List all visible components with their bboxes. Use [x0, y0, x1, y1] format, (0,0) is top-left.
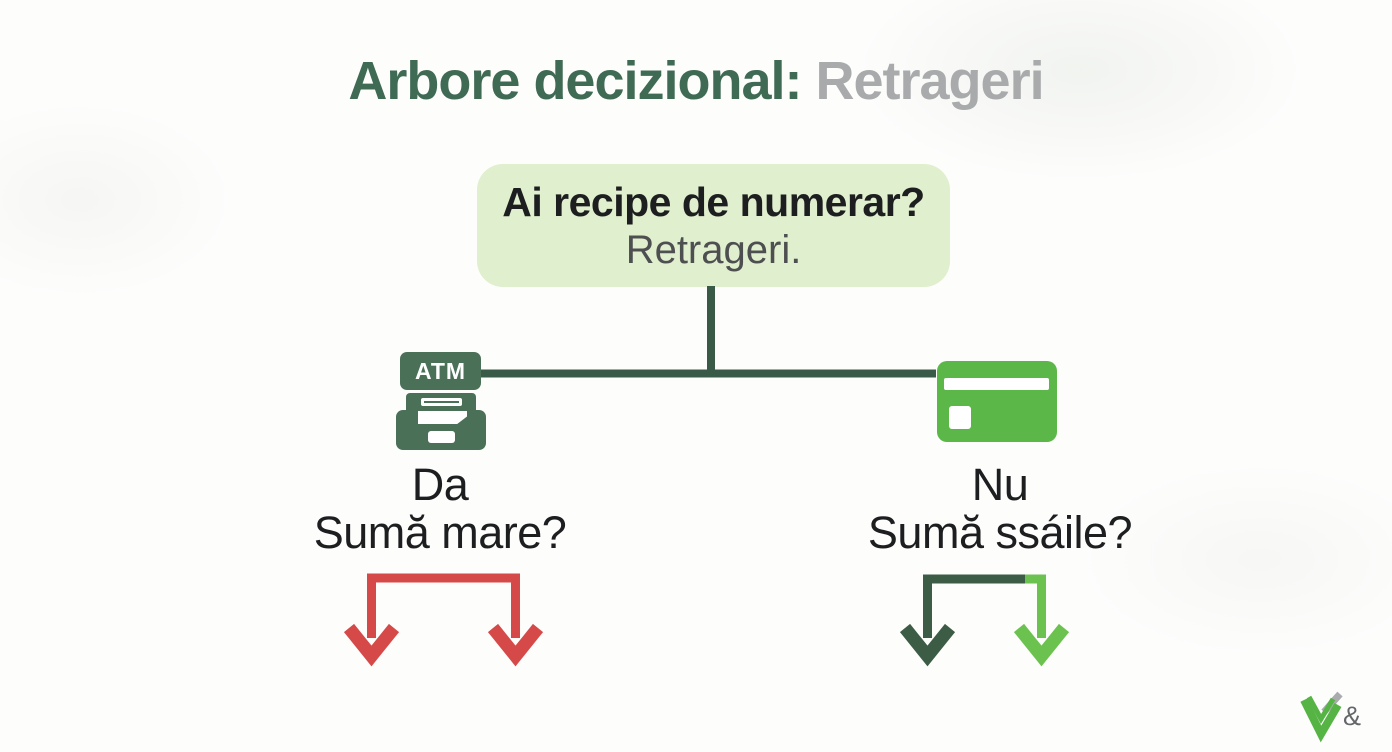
atm-icon-label: ATM	[414, 357, 467, 384]
page-title-primary: Arbore decizional:	[348, 51, 802, 111]
right-branch-question: Sumă ssáile?	[867, 507, 1133, 558]
tree-connector-lines	[480, 286, 936, 378]
atm-icon-card-slot	[421, 398, 462, 406]
left-branch-answer: Da	[411, 459, 469, 510]
page-title-secondary: Retrageri	[801, 51, 1044, 111]
red-fork-arrow-icon	[343, 573, 544, 667]
atm-icon-sign: ATM	[400, 352, 481, 390]
left-branch-question: Sumă mare?	[313, 507, 567, 558]
chevron-v-logo-icon	[1300, 691, 1343, 743]
root-question-node: Ai recipe de numerar? Retrageri.	[477, 164, 950, 287]
page-title: Arbore decizional: Retrageri	[0, 50, 1392, 112]
right-branch-label: Nu Sumă ssáile?	[845, 461, 1155, 557]
root-question-text: Ai recipe de numerar?	[502, 178, 925, 225]
atm-icon-cash-slot	[418, 411, 467, 424]
left-branch-label: Da Sumă mare?	[290, 461, 590, 557]
right-branch-answer: Nu	[971, 459, 1029, 510]
footer-ampersand: &	[1343, 701, 1362, 731]
credit-card-chip	[949, 406, 971, 429]
credit-card-icon	[937, 361, 1057, 442]
atm-icon-output-slot	[428, 431, 455, 443]
credit-card-stripe	[944, 378, 1049, 390]
atm-icon: ATM	[396, 352, 486, 450]
root-subtitle-text: Retrageri.	[625, 227, 802, 272]
green-fork-arrow-icon	[899, 574, 1070, 667]
